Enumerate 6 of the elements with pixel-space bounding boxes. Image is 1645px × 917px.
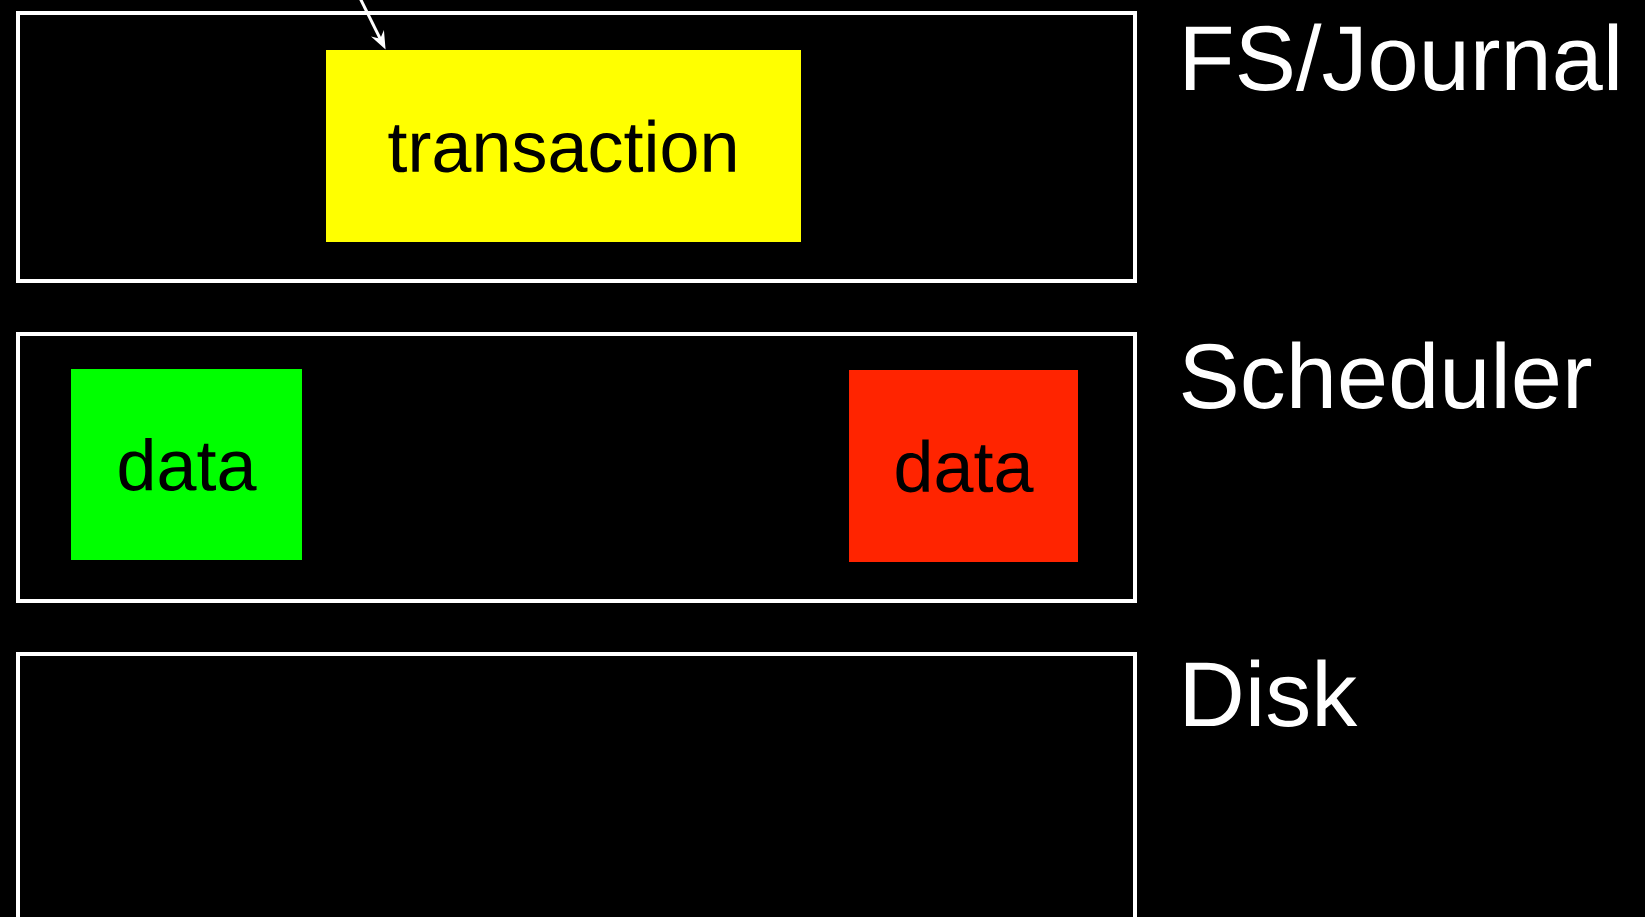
layer-heading: Disk: [1185, 659, 1358, 727]
colored-box: data: [849, 370, 1078, 562]
colored-box: data: [71, 369, 302, 560]
layer-heading: FS/Journal: [1185, 23, 1618, 91]
colored-box: transaction: [326, 50, 801, 242]
layer-heading: Scheduler: [1182, 341, 1592, 409]
